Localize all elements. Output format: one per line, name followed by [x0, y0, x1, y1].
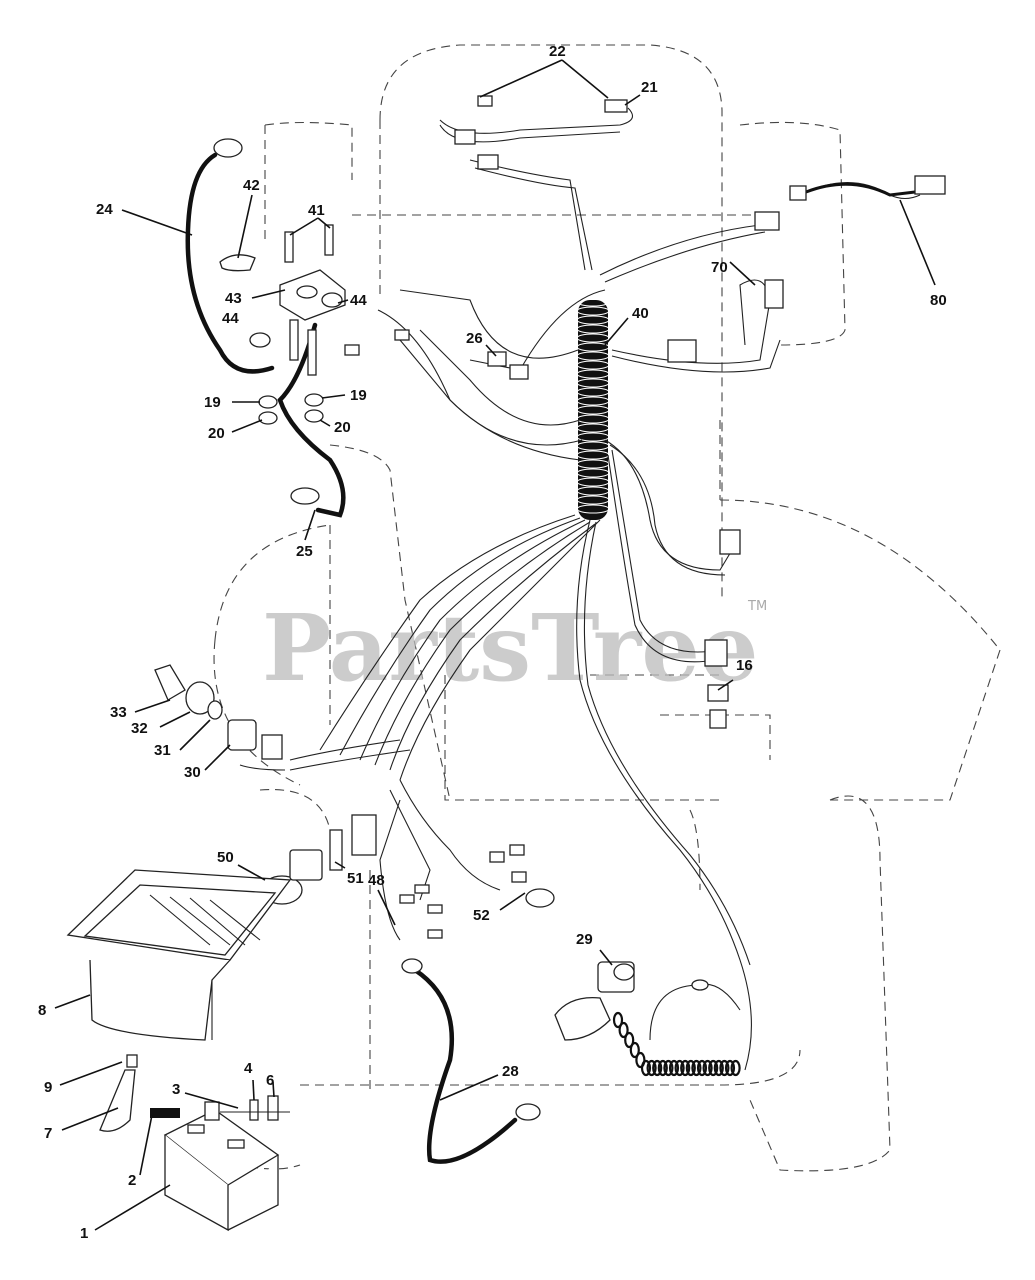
part-1-battery [163, 1109, 280, 1232]
callout-44: 44 [222, 310, 239, 327]
callout-31: 31 [154, 742, 171, 759]
callout-1: 1 [80, 1225, 88, 1242]
callout-29: 29 [576, 931, 593, 948]
callout-70: 70 [711, 259, 728, 276]
callout-52: 52 [473, 907, 490, 924]
part-2-7-9-terminals [99, 1054, 290, 1132]
callout-26: 26 [466, 330, 483, 347]
callout-32: 32 [131, 720, 148, 737]
callout-80: 80 [930, 292, 947, 309]
callout-41: 41 [308, 202, 325, 219]
callout-44: 44 [350, 292, 367, 309]
callout-48: 48 [368, 872, 385, 889]
callout-20: 20 [334, 419, 351, 436]
part-28-cable [401, 958, 541, 1164]
callout-22: 22 [549, 43, 566, 60]
part-70-80-harness [599, 175, 946, 373]
part-8-battery-box [66, 869, 292, 1041]
callout-16: 16 [736, 657, 753, 674]
chassis-outline [213, 44, 1001, 1172]
callout-20: 20 [208, 425, 225, 442]
callout-51: 51 [347, 870, 364, 887]
leader-lines [54, 59, 936, 1231]
callout-24: 24 [96, 201, 113, 218]
callout-30: 30 [184, 764, 201, 781]
watermark-tm: TM [747, 599, 767, 614]
part-24-25-cables [185, 138, 346, 518]
part-50-51-switch [261, 814, 377, 905]
callout-19: 19 [204, 394, 221, 411]
callout-9: 9 [44, 1079, 52, 1096]
part-21-22-harness [439, 95, 634, 271]
part-48-52-connectors [399, 844, 555, 939]
part-30-33-ignition [154, 664, 286, 771]
part-16-connector [707, 684, 729, 729]
callout-19: 19 [350, 387, 367, 404]
callout-33: 33 [110, 704, 127, 721]
callout-50: 50 [217, 849, 234, 866]
callout-43: 43 [225, 290, 242, 307]
callout-42: 42 [243, 177, 260, 194]
part-40-conduit [576, 297, 610, 520]
callout-4: 4 [244, 1060, 253, 1077]
callout-2: 2 [128, 1172, 136, 1189]
callout-40: 40 [632, 305, 649, 322]
callout-6: 6 [266, 1072, 274, 1089]
callout-7: 7 [44, 1125, 52, 1142]
callout-21: 21 [641, 79, 658, 96]
main-harness-wires [289, 289, 752, 1071]
callout-28: 28 [502, 1063, 519, 1080]
part-29-starter [554, 961, 741, 1077]
callout-8: 8 [38, 1002, 46, 1019]
callout-25: 25 [296, 543, 313, 560]
watermark-text: PartsTree [262, 594, 758, 702]
part-41-44-solenoid [219, 224, 346, 425]
callout-3: 3 [172, 1081, 180, 1098]
